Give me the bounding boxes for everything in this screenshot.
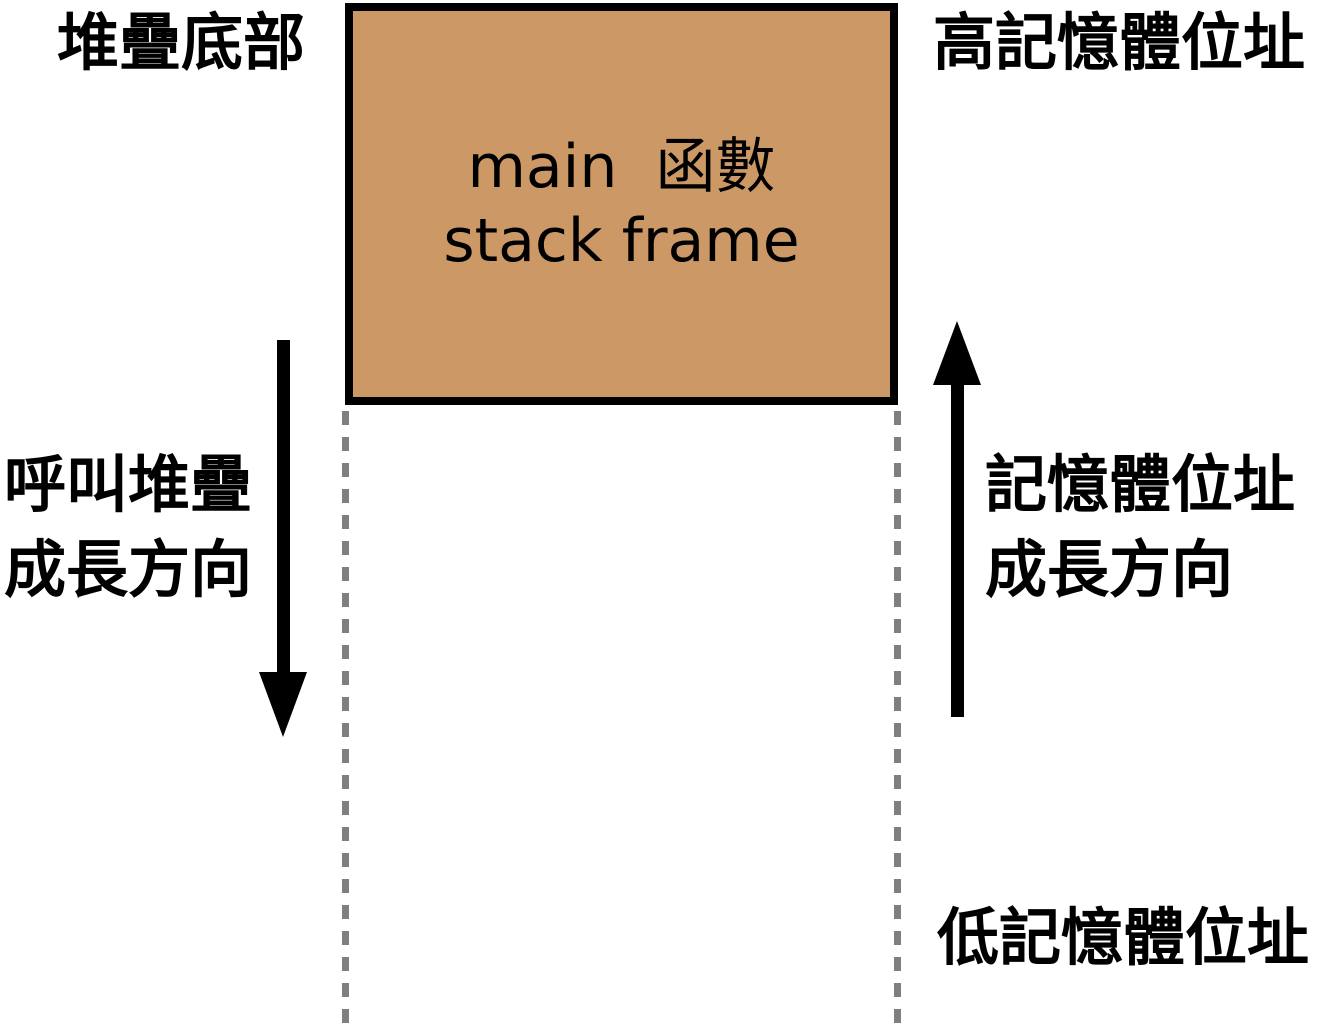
main-stack-frame-box: main 函數 stack frame — [345, 3, 898, 405]
call-stack-growth-line1: 呼叫堆疊 — [4, 448, 253, 521]
memory-growth-line1: 記憶體位址 — [985, 448, 1296, 521]
low-memory-address-label: 低記憶體位址 — [937, 901, 1310, 974]
memory-growth-line2: 成長方向 — [985, 533, 1234, 606]
down-arrow-shaft — [277, 340, 290, 673]
memory-address-growth-direction-label: 記憶體位址 成長方向 — [985, 442, 1295, 612]
main-function-label: main 函數 — [467, 132, 776, 202]
right-dashed-extension-line — [894, 411, 901, 1027]
stack-bottom-label: 堆疊底部 — [57, 6, 306, 79]
left-dashed-extension-line — [342, 411, 349, 1027]
high-memory-address-label: 高記憶體位址 — [933, 6, 1306, 79]
up-arrow-icon — [933, 321, 981, 385]
call-stack-growth-line2: 成長方向 — [4, 533, 253, 606]
up-arrow-shaft — [951, 384, 964, 717]
call-stack-growth-direction-label: 呼叫堆疊 成長方向 — [4, 442, 252, 612]
stack-frame-label: stack frame — [443, 206, 800, 276]
down-arrow-icon — [259, 672, 307, 737]
